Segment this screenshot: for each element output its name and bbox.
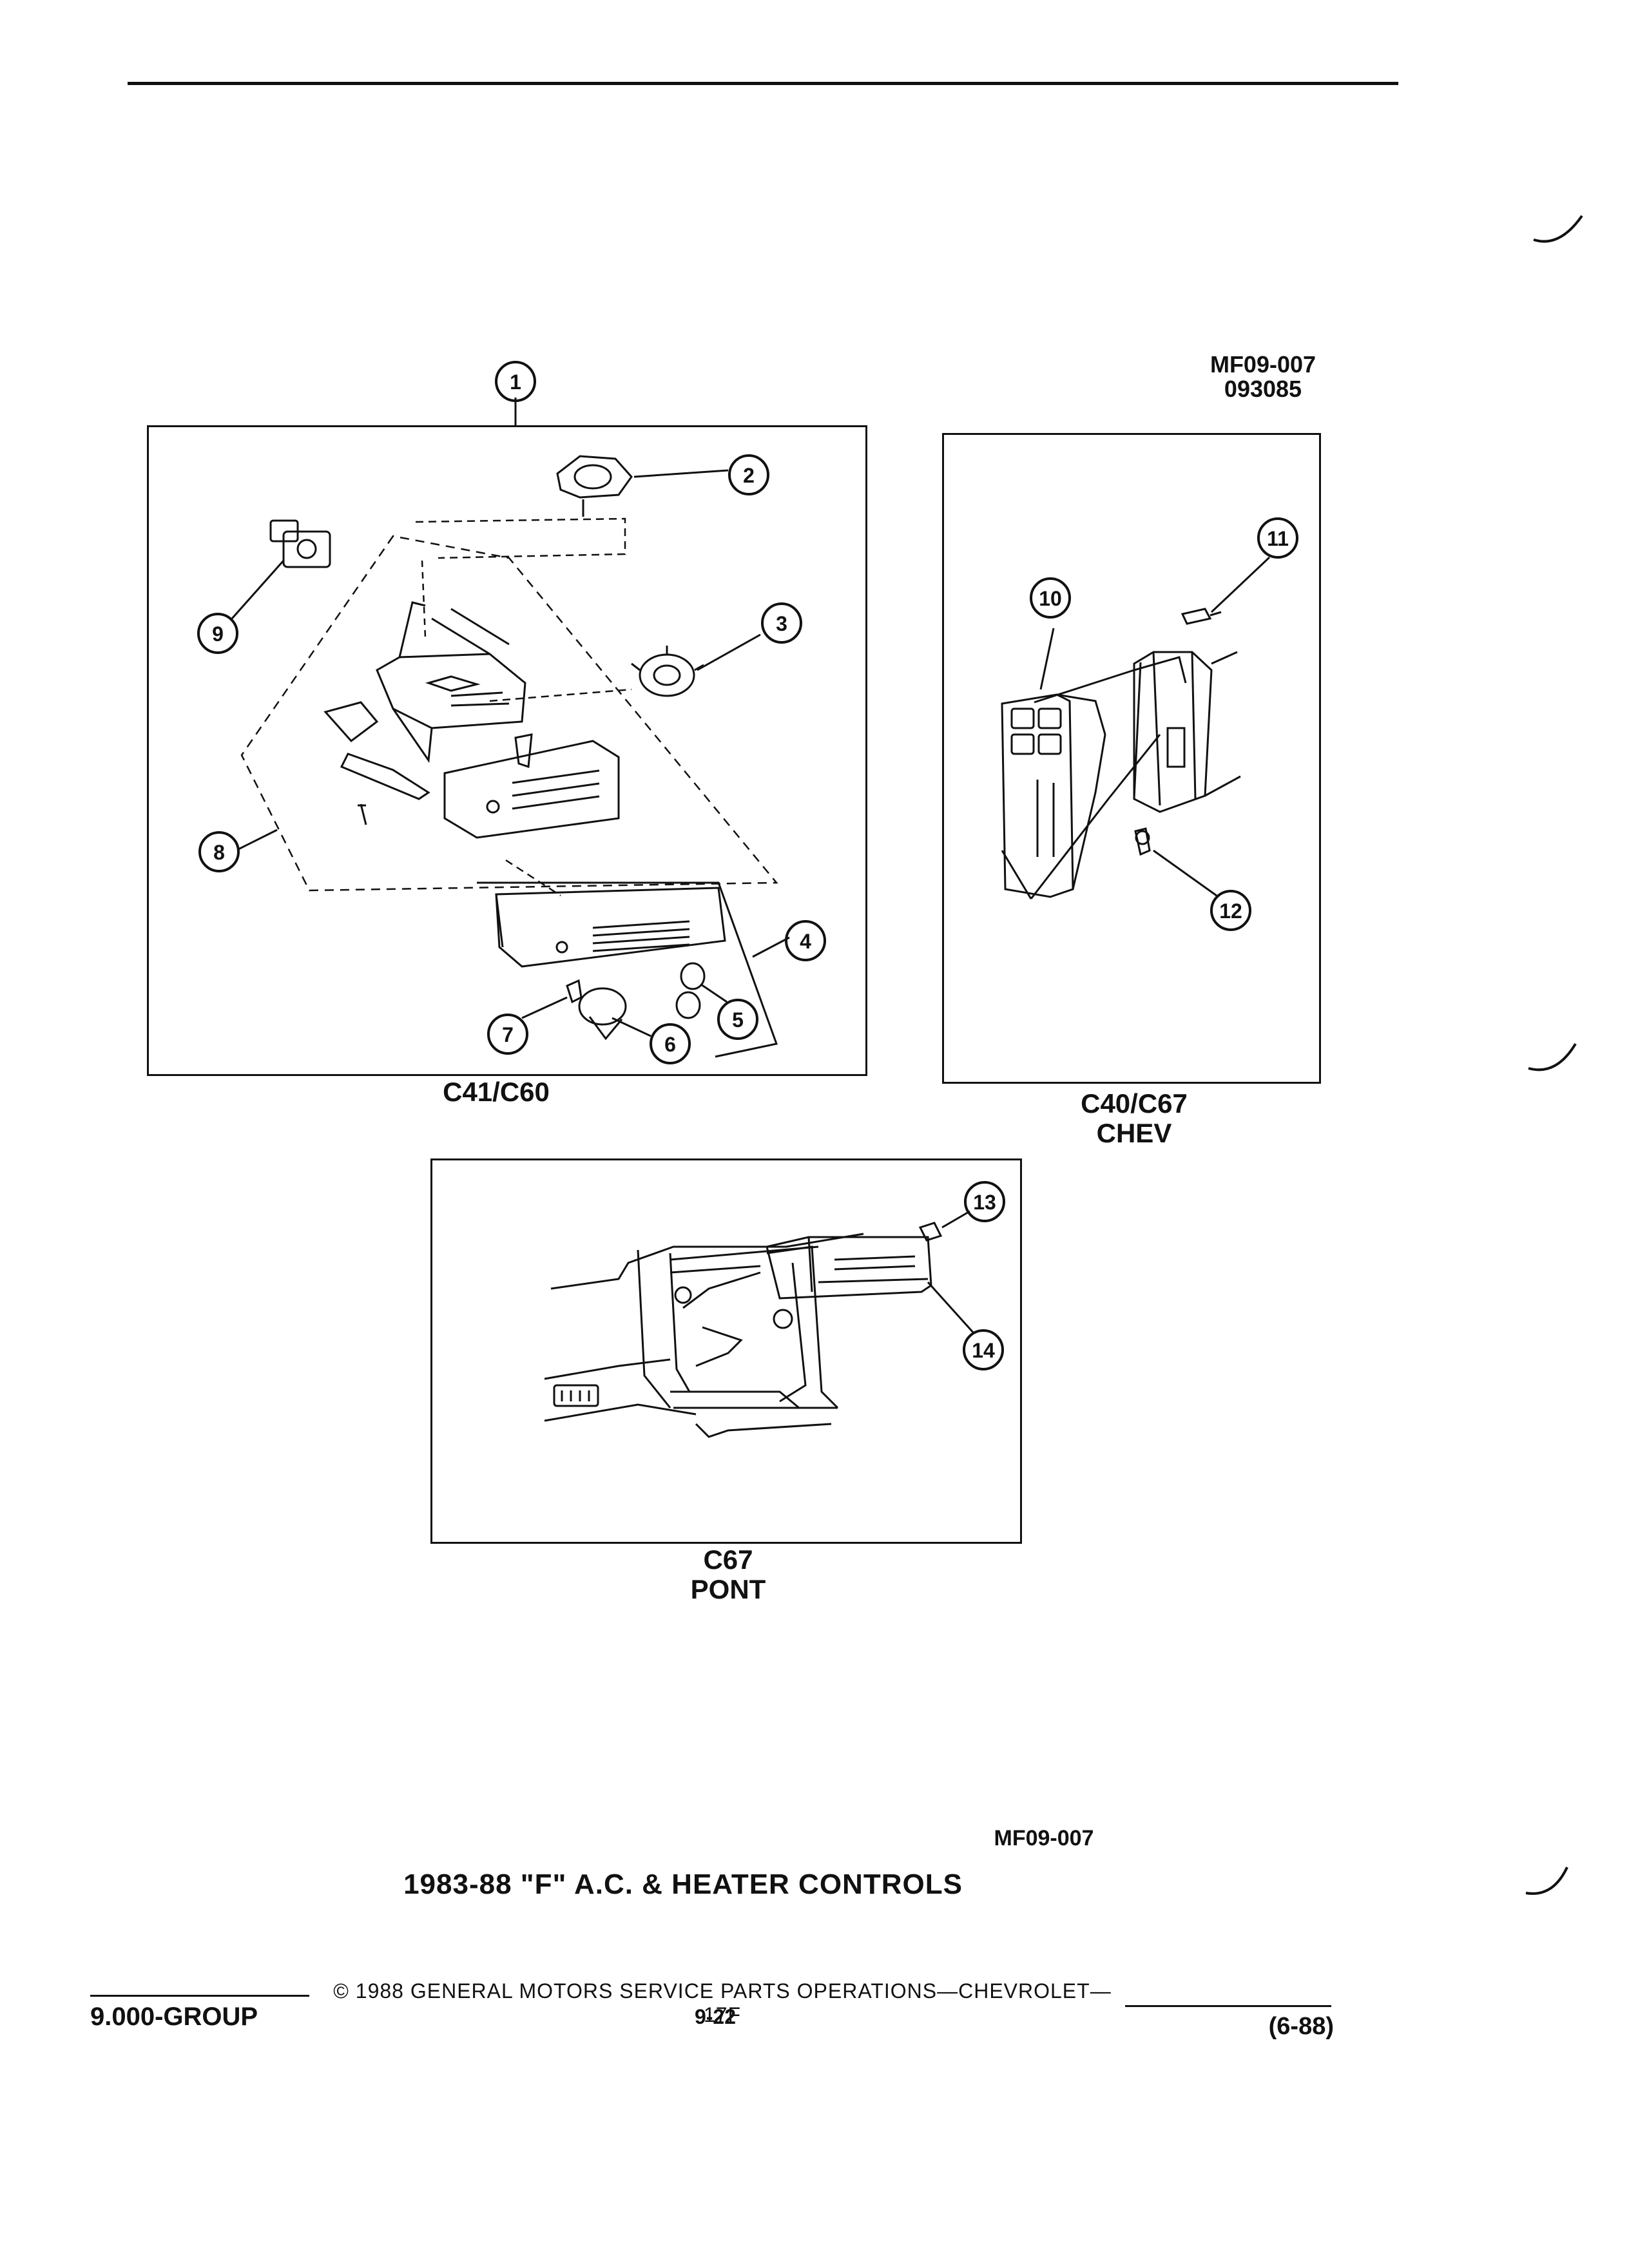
panel-c67-pont — [430, 1158, 1022, 1544]
figure-title: 1983-88 "F" A.C. & HEATER CONTROLS — [403, 1869, 963, 1900]
callout-5: 5 — [732, 1008, 744, 1032]
callout-9: 9 — [212, 622, 224, 646]
right-panel-art — [1001, 556, 1271, 899]
callout-1: 1 — [510, 370, 521, 394]
figure-code: MF09-007 — [994, 1826, 1094, 1850]
caption-chev: CHEV — [1096, 1118, 1172, 1148]
copyright-line: © 1988 GENERAL MOTORS SERVICE PARTS OPER… — [333, 1979, 1112, 2026]
callout-7: 7 — [502, 1023, 514, 1046]
footer-rule-right — [1125, 2005, 1331, 2007]
revision-date: (6-88) — [1268, 2013, 1334, 2040]
callout-3: 3 — [776, 612, 787, 635]
callout-6: 6 — [664, 1033, 676, 1056]
callout-circles — [197, 361, 1298, 1370]
footer-rule-left — [90, 1995, 309, 1997]
callout-13: 13 — [973, 1191, 996, 1214]
caption-c67: C67 — [703, 1544, 753, 1575]
callout-10: 10 — [1039, 587, 1062, 610]
callout-numbers: 1 2 3 4 5 6 7 8 9 10 11 12 13 14 — [212, 370, 1289, 1362]
callout-2: 2 — [743, 464, 755, 487]
callout-12: 12 — [1219, 899, 1242, 923]
bottom-panel-art — [544, 1210, 976, 1438]
diagram-code: MF09-007 — [1210, 351, 1316, 378]
caption-c40-c67: C40/C67 — [1081, 1088, 1188, 1119]
caption-c41-c60: C41/C60 — [443, 1077, 550, 1107]
callout-4: 4 — [800, 930, 811, 953]
callout-11: 11 — [1267, 527, 1289, 550]
panel-c40-c67-chev — [942, 433, 1321, 1084]
binding-marks — [1525, 215, 1583, 1895]
left-panel-art — [231, 398, 790, 1058]
callout-14: 14 — [972, 1339, 995, 1362]
header-rule — [128, 82, 1398, 85]
callout-8: 8 — [213, 841, 225, 864]
diagram-date-code: 093085 — [1224, 376, 1302, 402]
panel-c41-c60 — [147, 425, 867, 1076]
group-label: 9.000-GROUP — [90, 2003, 258, 2031]
page-number: 9-22 — [694, 2005, 737, 2028]
caption-pont: PONT — [690, 1574, 766, 1604]
